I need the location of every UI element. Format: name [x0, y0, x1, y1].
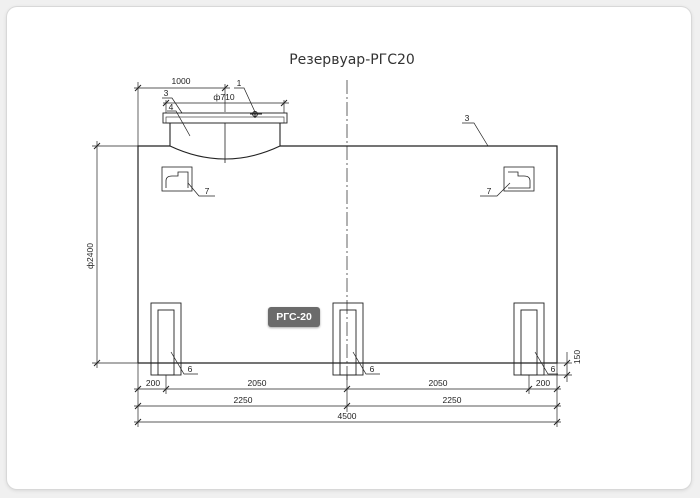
drawing-sheet: [7, 7, 691, 489]
fitting-left: [161, 166, 193, 192]
tank-model-tag[interactable]: РГС-20: [268, 307, 320, 327]
support-right: [513, 302, 545, 376]
dim-4500-label: 4500: [338, 411, 357, 421]
support-middle: [332, 302, 364, 376]
callout-6-left: 6: [188, 364, 193, 374]
dim-2050-left-label: 2050: [248, 378, 267, 388]
dim-2250-left-label: 2250: [234, 395, 253, 405]
callout-6-middle: 6: [370, 364, 375, 374]
callout-1: 1: [237, 78, 242, 88]
dim-height: [92, 141, 138, 368]
callout-leaders: [162, 87, 558, 375]
tank-body: [137, 145, 558, 364]
dim-chains: [134, 363, 561, 427]
tank-neck: [162, 112, 288, 163]
drawing-title: Резервуар-РГС20: [289, 52, 415, 68]
fitting-right: [503, 166, 535, 192]
support-left: [150, 302, 182, 376]
dim-2050-right-label: 2050: [429, 378, 448, 388]
dim-2250-right-label: 2250: [443, 395, 462, 405]
callout-4: 4: [169, 102, 174, 112]
callout-7-right: 7: [487, 186, 492, 196]
dim-foot-height: [544, 352, 572, 382]
dim-150-label: 150: [572, 350, 582, 364]
callout-3-right: 3: [465, 113, 470, 123]
callout-7-left: 7: [205, 186, 210, 196]
dim-neck-offset: [134, 82, 230, 146]
dim-neck-diameter: [162, 99, 289, 113]
dim-1000-label: 1000: [172, 76, 191, 86]
callout-6-right: 6: [551, 364, 556, 374]
dim-710-label: ф710: [213, 92, 234, 102]
dim-2400-label: ф2400: [85, 243, 95, 269]
callout-3-left: 3: [164, 88, 169, 98]
dim-200-right-label: 200: [536, 378, 550, 388]
dim-200-left-label: 200: [146, 378, 160, 388]
